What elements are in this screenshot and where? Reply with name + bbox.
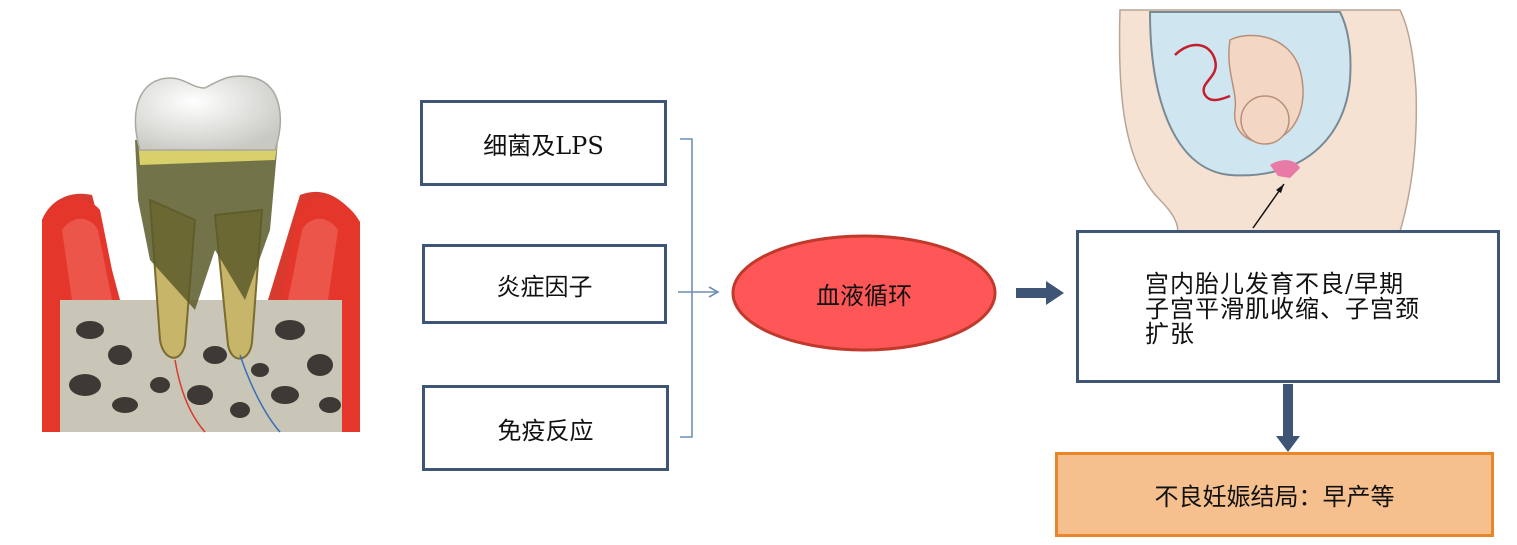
factor-label: 免疫反应 bbox=[497, 416, 594, 445]
factor-box-inflammatory: 炎症因子 bbox=[422, 244, 667, 324]
circulation-ellipse bbox=[731, 234, 997, 352]
periodontitis-tooth-illustration bbox=[42, 75, 360, 433]
outcome-line-3: 扩张 bbox=[1145, 320, 1195, 348]
outcome-line-1: 宫内胎儿发育不良/早期 bbox=[1145, 270, 1405, 298]
circulation-text: 血液循环 bbox=[816, 281, 912, 310]
outcome-line-2: 子宫平滑肌收缩、子宫颈 bbox=[1145, 295, 1420, 323]
factor-label: 炎症因子 bbox=[496, 272, 593, 301]
factor-box-bacteria: 细菌及LPS bbox=[420, 100, 667, 186]
final-outcome-box: 不良妊娠结局：早产等 bbox=[1055, 452, 1494, 537]
pregnant-uterus-fetus-illustration bbox=[1118, 9, 1418, 239]
factor-box-immune: 免疫反应 bbox=[422, 385, 669, 471]
final-outcome-label: 不良妊娠结局：早产等 bbox=[1154, 483, 1395, 511]
circulation-label: 血液循环 bbox=[733, 236, 995, 350]
outcome-box: 宫内胎儿发育不良/早期 子宫平滑肌收缩、子宫颈 扩张 bbox=[1076, 230, 1500, 383]
factor-bracket bbox=[680, 138, 693, 438]
arrow-to-outcome bbox=[1016, 281, 1064, 305]
arrow-to-final bbox=[1276, 384, 1300, 452]
factor-label: 细菌及LPS bbox=[483, 131, 604, 160]
